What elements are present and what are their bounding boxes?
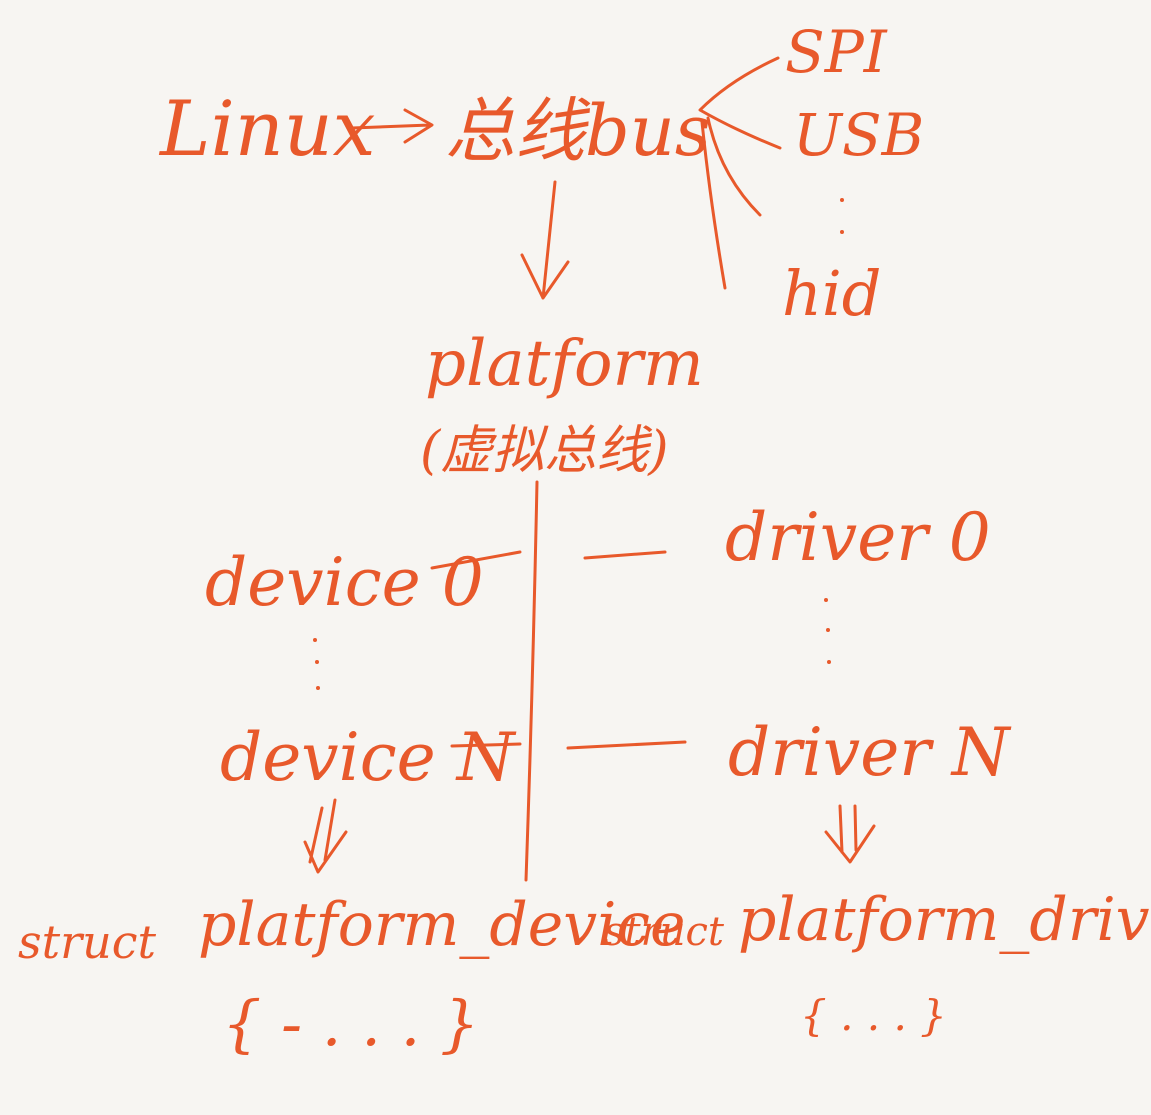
struct-device-name: platform_device [198, 890, 686, 960]
device-to-struct-arrow [303, 798, 348, 874]
struct-driver-body: { . . . } [800, 991, 947, 1040]
struct-driver-name: platform_driver [738, 885, 1151, 955]
driver-n-label: driver N [728, 714, 1012, 791]
drivers-ellipsis [824, 598, 831, 664]
driver-0-connector [583, 550, 667, 560]
struct-driver-keyword: struct [604, 909, 725, 955]
bus-types-ellipsis [840, 198, 844, 234]
devices-ellipsis [313, 638, 320, 690]
bus-types-bracket [698, 56, 782, 290]
device-0-connector [430, 550, 522, 570]
device-n-connector [450, 742, 522, 748]
device-0-label: device 0 [205, 544, 484, 621]
bus-label: 总线bus [445, 90, 711, 172]
linux-to-bus-arrow [350, 108, 434, 144]
bus-to-platform-arrow [520, 180, 570, 300]
struct-device-keyword: struct [18, 915, 156, 969]
platform-label: platform [425, 327, 704, 401]
driver-0-label: driver 0 [725, 499, 991, 576]
linux-label: Linux [158, 84, 376, 173]
struct-device-body: { - . . . } [222, 987, 480, 1060]
platform-note: (虚拟总线) [420, 421, 669, 481]
bus-type-usb: USB [793, 101, 924, 169]
bus-type-hid: hid [782, 257, 881, 330]
driver-n-connector [566, 740, 687, 750]
bus-type-spi: SPI [785, 18, 888, 86]
device-n-label: device N [220, 719, 517, 796]
driver-to-struct-arrow [824, 804, 876, 864]
platform-bus-line [524, 480, 539, 882]
